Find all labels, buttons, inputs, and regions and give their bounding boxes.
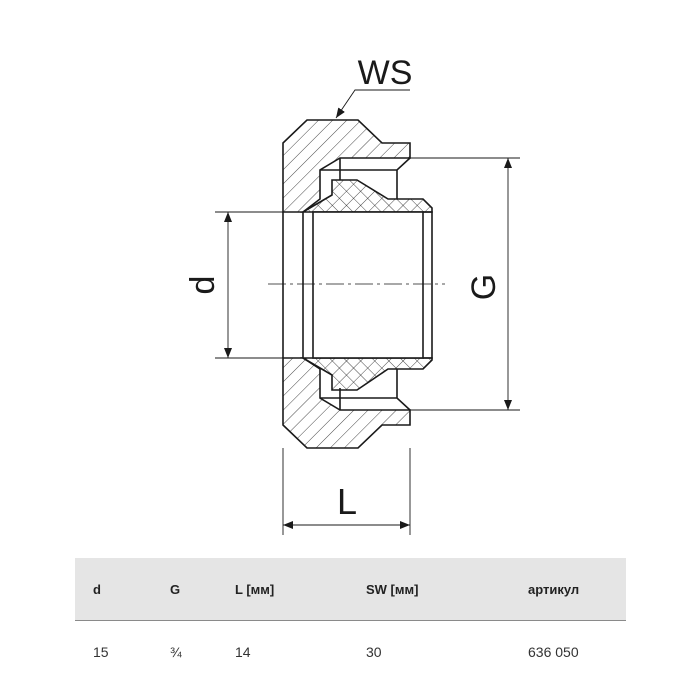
header-g: G <box>170 558 235 621</box>
cell-l: 14 <box>235 644 251 660</box>
cell-sw: 30 <box>366 644 382 660</box>
table-header-row: d G L [мм] SW [мм] артикул <box>75 558 626 621</box>
table-row: 15 ¾ 14 30 636 050 <box>75 621 626 684</box>
header-l: L [мм] <box>235 558 366 621</box>
dimension-l <box>282 448 411 535</box>
ws-leader <box>335 89 410 119</box>
dimension-g <box>410 157 520 411</box>
insert-sleeve <box>312 211 433 359</box>
label-d: d <box>184 276 222 295</box>
label-ws: WS <box>358 54 413 92</box>
dimension-d <box>215 211 303 359</box>
header-d: d <box>75 558 170 621</box>
cell-d: 15 <box>93 644 109 660</box>
label-l: L <box>337 481 357 522</box>
header-sw: SW [мм] <box>366 558 528 621</box>
header-article: артикул <box>528 558 626 621</box>
label-g: G <box>465 274 503 300</box>
nut-outline <box>282 157 411 411</box>
sealing-ring <box>300 179 433 391</box>
cell-article: 636 050 <box>528 644 579 660</box>
technical-drawing: d G L WS <box>184 54 520 535</box>
cell-g: ¾ <box>170 644 182 660</box>
spec-table: d G L [мм] SW [мм] артикул 15 ¾ 14 30 63… <box>75 558 626 683</box>
